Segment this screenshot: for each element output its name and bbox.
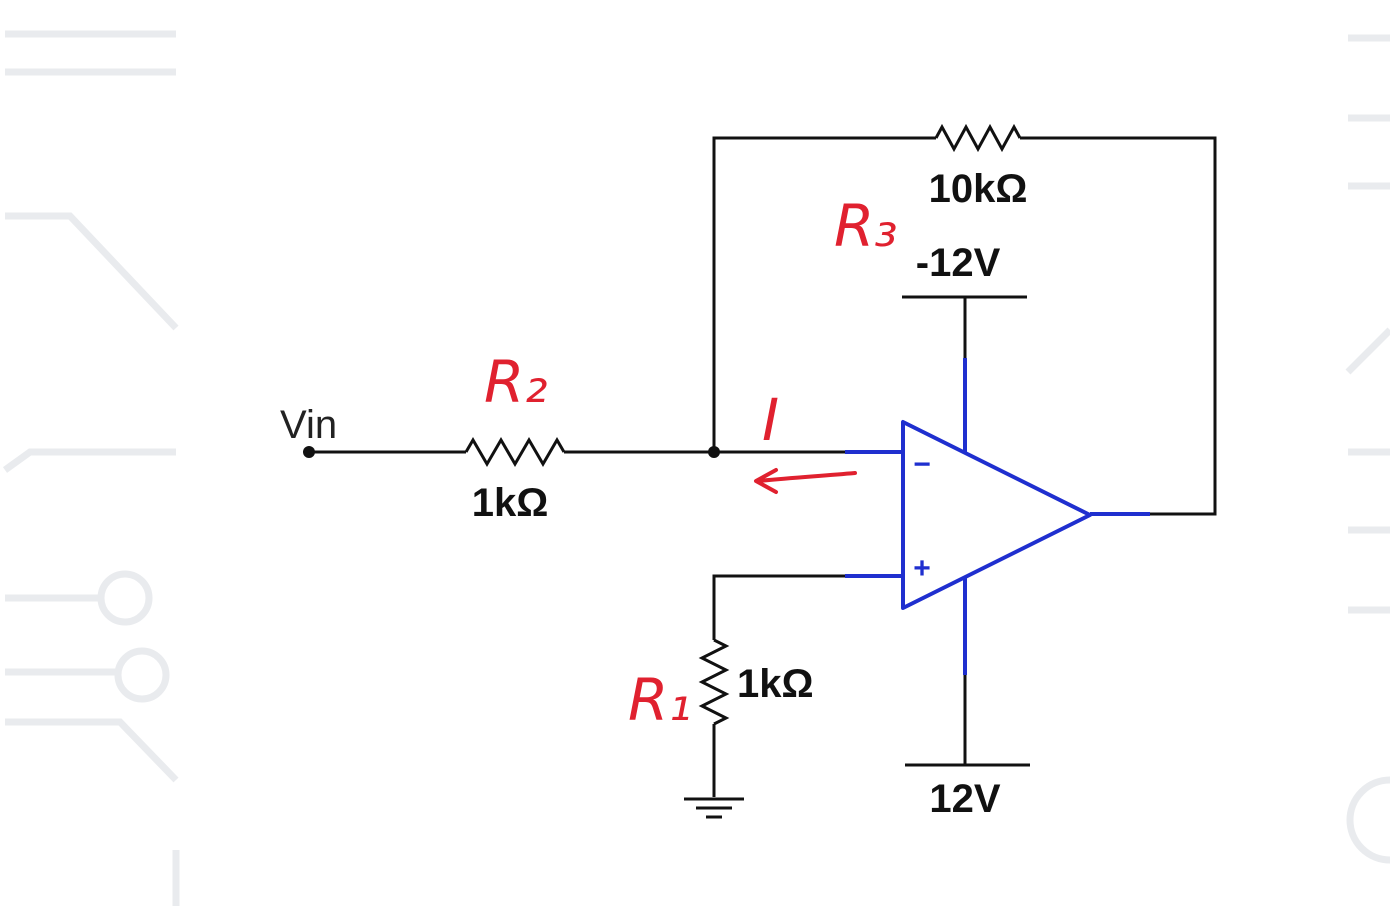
current-arrow-icon xyxy=(754,468,857,494)
resistor-r3 xyxy=(934,123,1022,153)
r2-annotation: R₂ xyxy=(484,348,548,416)
background-pattern xyxy=(2,30,1390,906)
pos-supply-label: 12V xyxy=(929,777,1000,821)
resistor-r2 xyxy=(464,437,566,467)
current-annotation: I xyxy=(762,386,779,454)
resistor-r1 xyxy=(698,638,730,726)
r1-value-label: 1kΩ xyxy=(737,662,814,706)
r3-value-label: 10kΩ xyxy=(929,167,1028,211)
feedback-wire-left xyxy=(712,136,936,452)
plus-symbol: + xyxy=(913,552,931,585)
feedback-wire-right xyxy=(1020,136,1217,516)
r2-value-label: 1kΩ xyxy=(472,481,549,525)
neg-supply-label: -12V xyxy=(916,241,1001,285)
r3-annotation: R₃ xyxy=(834,192,898,260)
r1-annotation: R₁ xyxy=(628,666,692,734)
plus-input-wire xyxy=(712,574,845,640)
opamp-symbol xyxy=(845,358,1150,675)
minus-symbol: − xyxy=(913,448,931,481)
vin-label: Vin xyxy=(280,403,337,447)
ground-icon xyxy=(684,797,744,819)
